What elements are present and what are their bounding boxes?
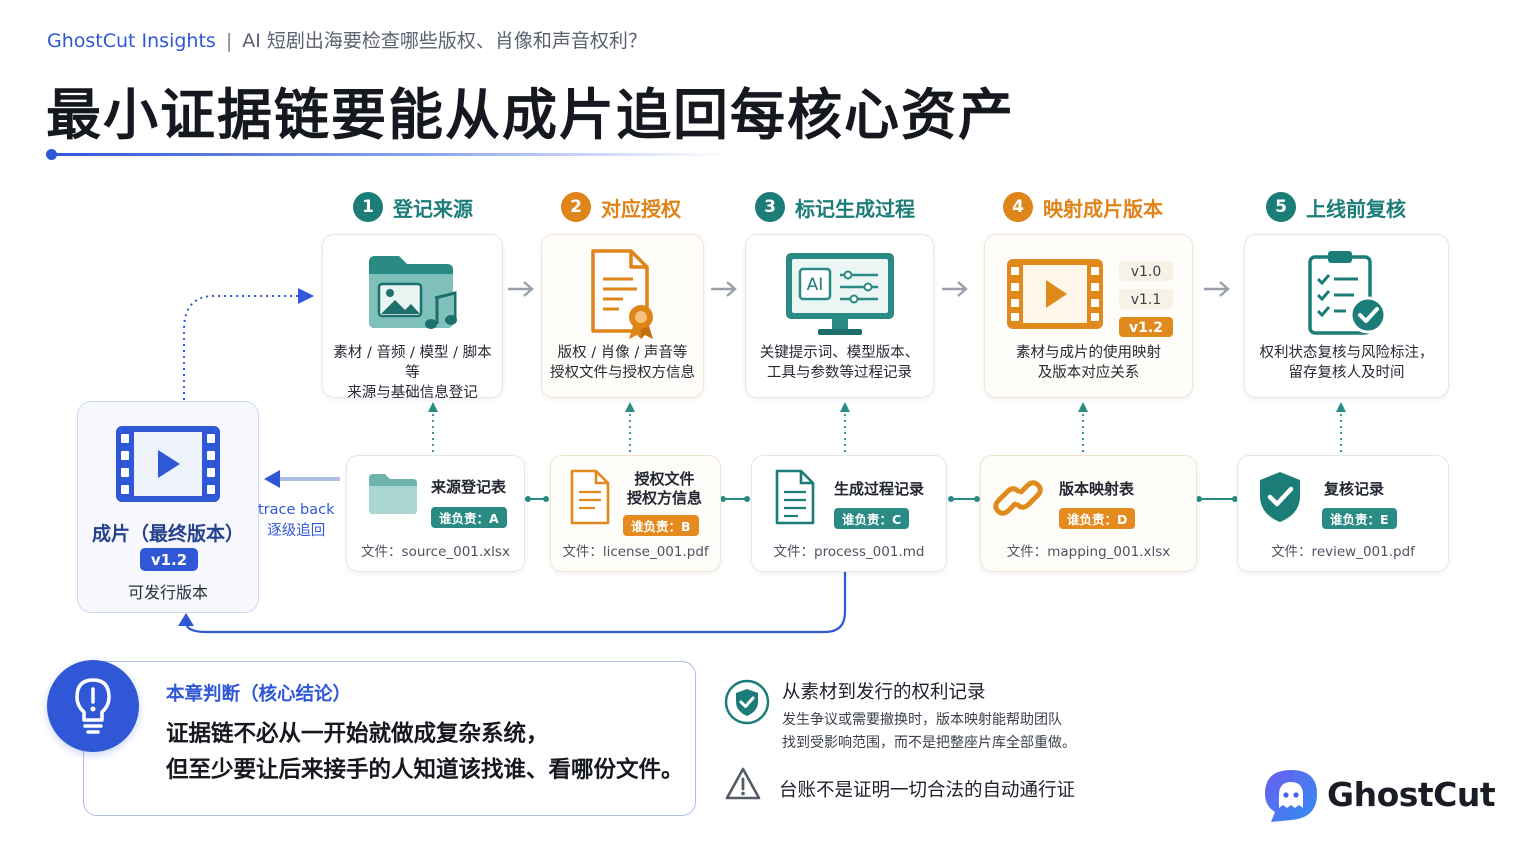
trace-back-en: trace back [258,502,335,518]
record-file-4: 文件：mapping_001.xlsx [1006,544,1171,560]
license-file-icon [570,469,610,525]
version-v1-1: v1.1 [1131,292,1162,308]
page-title: 最小证据链要能从成片追回每核心资产 [46,83,1016,147]
conclusion-label: 本章判断（核心结论） [166,684,352,705]
step-card-1: 素材 / 音频 / 模型 / 脚本等 来源与基础信息登记 [322,234,503,401]
step-number-5: 5 [1266,192,1296,222]
conclusion-box [83,661,696,816]
step-number-4: 4 [1003,192,1033,222]
record-file-3: 文件：process_001.md [773,544,925,560]
conclusion-text: 证据链不必从一开始就做成复杂系统， 但至少要让后来接手的人知道该找谁、看哪份文件… [166,721,684,783]
step-header-1: 1 登记来源 [353,192,473,222]
owner-badge-5: 谁负责：E [1322,508,1397,529]
folder-icon [369,474,417,514]
title-underline-dot [46,149,57,160]
version-v1-2: v1.2 [1129,320,1163,336]
return-arrowhead [178,613,194,626]
dotted-arrowhead [298,288,314,304]
step-desc-3: 关键提示词、模型版本、 工具与参数等过程记录 [759,345,920,381]
record-title-1: 来源登记表 [431,478,507,496]
step-label-1: 登记来源 [393,196,473,221]
step-header-4: 4 映射成片版本 [1003,192,1163,222]
record-file-5: 文件：review_001.pdf [1271,544,1415,560]
step-header-3: 3 标记生成过程 [755,192,915,222]
link-chain-icon [993,480,1043,516]
step-label-3: 标记生成过程 [795,196,915,221]
step-number-3: 3 [755,192,785,222]
warning-text: 台账不是证明一切合法的自动通行证 [779,780,1076,801]
record-title-5: 复核记录 [1324,480,1385,498]
record-card-2: 授权文件 授权方信息 谁负责：B 文件：license_001.pdf [550,455,721,572]
ghostcut-logo-text: GhostCut [1327,775,1496,814]
warning-triangle-icon [725,767,761,800]
step-card-2: 版权 / 肖像 / 声音等 授权文件与授权方信息 [541,234,704,398]
return-path [184,572,847,634]
lightbulb-icon [75,678,111,734]
conclusion-badge [47,660,139,752]
step-label-2: 对应授权 [601,196,681,221]
step-number-2: 2 [561,192,591,222]
step-label-4: 映射成片版本 [1043,196,1163,221]
owner-badge-1: 谁负责：A [431,507,507,528]
owner-badge-3: 谁负责：C [834,508,910,529]
record-file-1: 文件：source_001.xlsx [361,544,510,560]
process-document-icon [775,469,815,525]
review-checklist-icon [1245,245,1448,340]
record-title-2: 授权文件 授权方信息 [627,470,703,507]
dotted-path-to-step1 [183,295,300,400]
final-version-badge: v1.2 [140,548,198,571]
version-video-icon: v1.0 v1.1 v1.2 [985,245,1192,340]
step-card-4: v1.0 v1.1 v1.2 素材与成片的使用映射 及版本对应关系 [984,234,1193,398]
step-desc-1: 素材 / 音频 / 模型 / 脚本等 来源与基础信息登记 [333,345,492,401]
step-number-1: 1 [353,192,383,222]
shield-check-icon [1260,472,1300,522]
title-underline [48,153,728,156]
ai-monitor-icon: AI [746,245,933,340]
video-film-icon [116,426,220,502]
version-v1-0: v1.0 [1131,264,1162,280]
brand-name: GhostCut Insights [47,30,216,52]
record-card-3: 生成过程记录 谁负责：C 文件：process_001.md [751,455,947,572]
step-header-5: 5 上线前复核 [1266,192,1406,222]
record-title-4: 版本映射表 [1059,480,1135,498]
ai-label: AI [806,275,823,295]
step-header-2: 2 对应授权 [561,192,681,222]
records-note-title: 从素材到发行的权利记录 [782,682,986,703]
brand-separator: | [225,30,233,52]
step-card-5: 权利状态复核与风险标注， 留存复核人及时间 [1244,234,1449,398]
step-desc-2: 版权 / 肖像 / 声音等 授权文件与授权方信息 [550,345,695,381]
arrow-right-icon [942,281,968,297]
arrow-right-icon [711,281,737,297]
step-desc-4: 素材与成片的使用映射 及版本对应关系 [1016,345,1161,381]
ghostcut-logo-icon [1265,770,1317,822]
owner-badge-4: 谁负责：D [1059,508,1136,529]
trace-back-label: trace back 逐级追回 [258,500,335,542]
trace-back-zh: 逐级追回 [267,523,326,539]
arrow-right-icon [508,281,534,297]
topic-text: AI 短剧出海要检查哪些版权、肖像和声音权利？ [242,30,647,52]
step-card-3: AI 关键提示词、模型版本、 工具与参数等过程记录 [745,234,934,398]
shield-check-outline-icon [724,679,770,725]
record-file-2: 文件：license_001.pdf [562,544,709,560]
final-product-label: 成片（最终版本） [91,523,244,545]
step-label-5: 上线前复核 [1306,196,1406,221]
record-card-4: 版本映射表 谁负责：D 文件：mapping_001.xlsx [980,455,1197,572]
arrow-right-icon [1204,281,1230,297]
record-card-5: 复核记录 谁负责：E 文件：review_001.pdf [1237,455,1449,572]
step-desc-5: 权利状态复核与风险标注， 留存复核人及时间 [1259,345,1434,381]
final-product-sub: 可发行版本 [127,583,208,602]
license-document-icon [542,245,703,340]
record-card-1: 来源登记表 谁负责：A 文件：source_001.xlsx [346,455,525,572]
final-product-card: 成片（最终版本） v1.2 可发行版本 [77,401,259,613]
records-note-desc: 发生争议或需要撤换时，版本映射能帮助团队 找到受影响范围，而不是把整座片库全部重… [782,712,1076,751]
trace-back-arrowhead [264,470,280,488]
brand-line: GhostCut Insights | AI 短剧出海要检查哪些版权、肖像和声音权利… [47,26,647,53]
folder-media-icon [323,245,502,340]
record-title-3: 生成过程记录 [834,480,925,498]
owner-badge-2: 谁负责：B [623,515,699,536]
